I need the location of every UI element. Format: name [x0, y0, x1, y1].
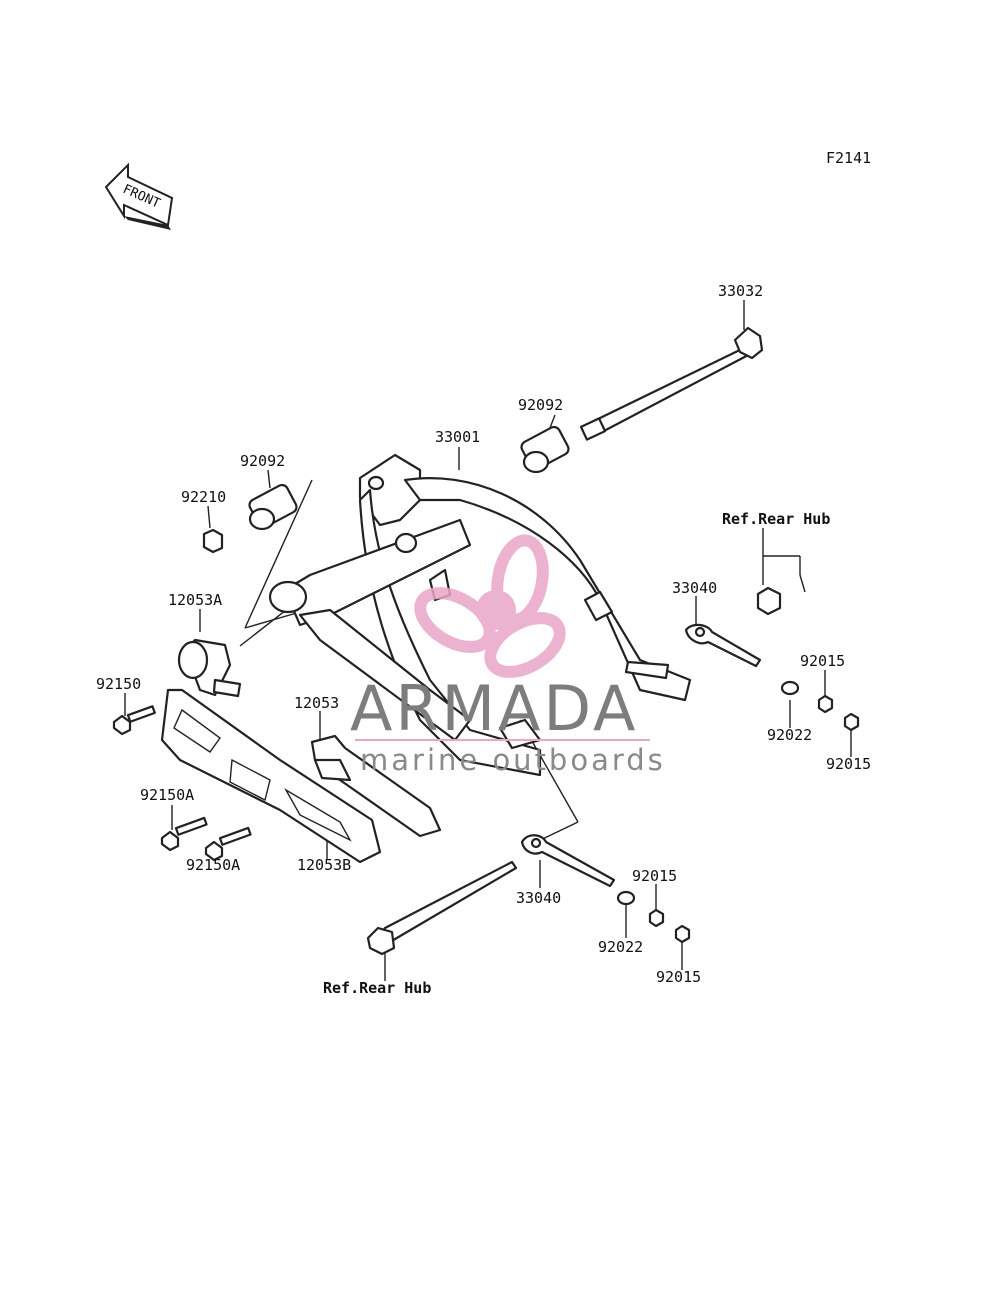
label-ref-rear-hub-bottom: Ref.Rear Hub [323, 979, 431, 997]
swingarm-33001 [268, 453, 692, 777]
bolt-92150A-top [160, 816, 208, 852]
label-92150A-top: 92150A [140, 786, 194, 804]
label-12053A: 12053A [168, 591, 222, 609]
label-33001: 33001 [435, 428, 480, 446]
nut-92015-b2 [674, 924, 691, 944]
chain-guard-12053B [160, 688, 382, 864]
label-92015-r2: 92015 [826, 755, 871, 773]
label-92092-right: 92092 [518, 396, 563, 414]
axle-bottom [366, 860, 518, 956]
nut-92210 [202, 528, 224, 554]
label-92022-right: 92022 [767, 726, 812, 744]
nut-92015-r2 [843, 712, 860, 732]
nut-rear-hub-right [756, 586, 782, 616]
watermark-brand: ARMADA [350, 672, 638, 745]
collar-92092-right [520, 425, 570, 474]
clamp-12053A [177, 638, 242, 698]
slider-12053 [310, 734, 442, 838]
washer-92022-right [780, 680, 800, 696]
label-92092-left: 92092 [240, 452, 285, 470]
collar-92092-left [248, 483, 298, 531]
label-33040-right: 33040 [672, 579, 717, 597]
watermark-tagline: marine outboards [360, 743, 666, 777]
axle-33032 [579, 326, 764, 441]
armada-logo-icon [414, 534, 566, 678]
label-92022-bottom: 92022 [598, 938, 643, 956]
label-92015-b2: 92015 [656, 968, 701, 986]
label-33040-bottom: 33040 [516, 889, 561, 907]
adjuster-33040-bottom [520, 834, 616, 888]
bolt-92150 [112, 705, 156, 736]
label-33032: 33032 [718, 282, 763, 300]
label-92015-b1: 92015 [632, 867, 677, 885]
label-92150: 92150 [96, 675, 141, 693]
label-92150A-bottom: 92150A [186, 856, 240, 874]
adjuster-33040-right [684, 623, 762, 668]
bolt-92150A-bottom [204, 826, 252, 862]
figure-id: F2141 [826, 149, 871, 167]
label-92210: 92210 [181, 488, 226, 506]
washer-92022-bottom [616, 890, 636, 906]
label-12053B: 12053B [297, 856, 351, 874]
cotter-pin [799, 574, 806, 593]
label-92015-r1: 92015 [800, 652, 845, 670]
nut-92015-r1 [817, 694, 834, 714]
nut-92015-b1 [648, 908, 665, 928]
front-arrow-icon: FRONT [104, 162, 174, 230]
label-12053: 12053 [294, 694, 339, 712]
label-ref-rear-hub-top: Ref.Rear Hub [722, 510, 830, 528]
